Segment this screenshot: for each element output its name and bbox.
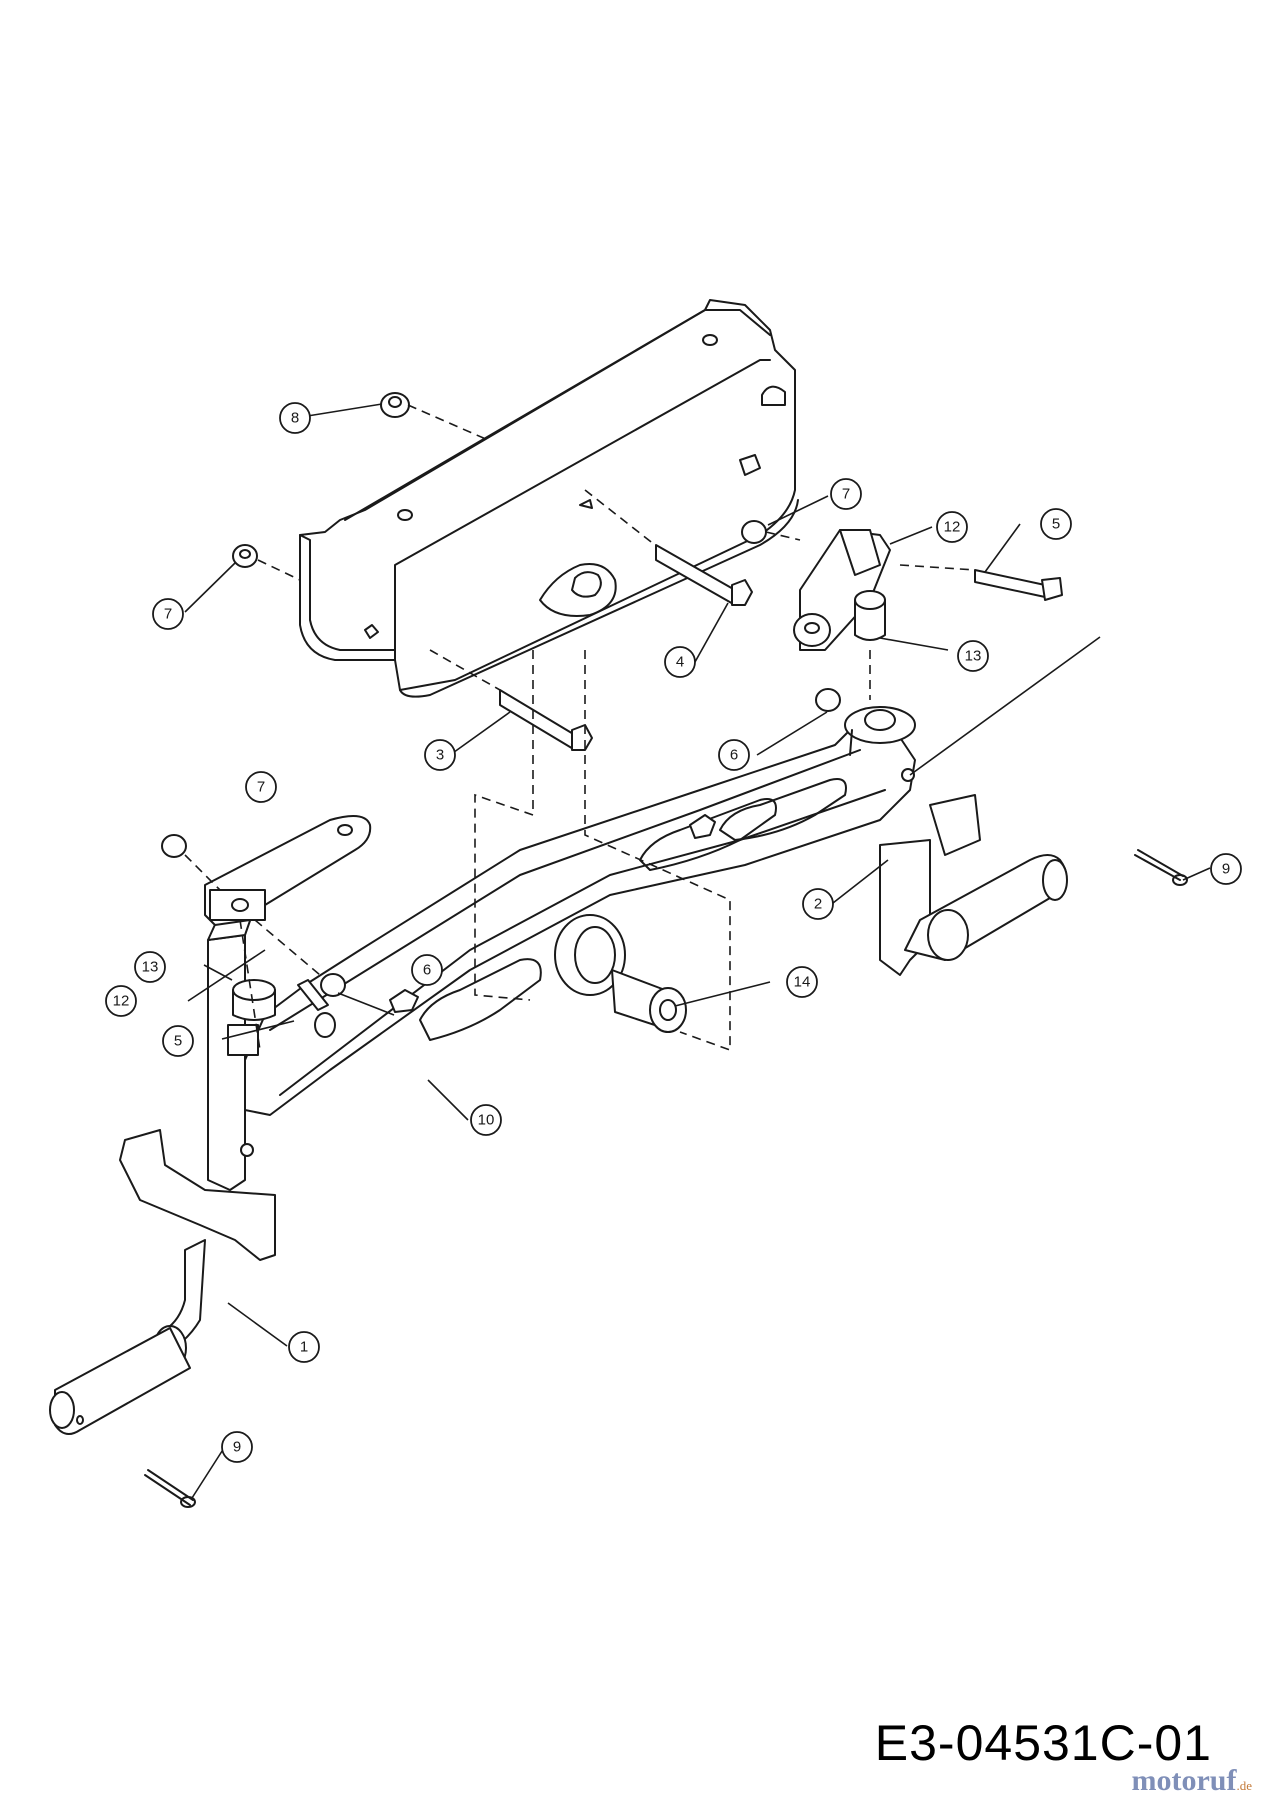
callout-c6a: 6 — [718, 739, 750, 771]
callout-c10: 10 — [470, 1104, 502, 1136]
callout-label: 5 — [174, 1033, 182, 1050]
callout-label: 6 — [423, 962, 431, 979]
callout-label: 8 — [291, 410, 299, 427]
right-spindle — [879, 794, 1068, 976]
callout-c2: 2 — [802, 888, 834, 920]
left-spindle — [49, 914, 276, 1435]
callout-label: 7 — [257, 779, 265, 796]
callout-label: 13 — [142, 959, 159, 976]
callout-c6b: 6 — [411, 954, 443, 986]
callout-c13b: 13 — [134, 951, 166, 983]
callout-label: 14 — [794, 974, 811, 991]
callout-c9b: 9 — [221, 1431, 253, 1463]
assembly-lines — [184, 404, 976, 1052]
callout-label: 12 — [944, 519, 961, 536]
callout-c3: 3 — [424, 739, 456, 771]
callout-label: 4 — [676, 654, 684, 671]
frame-bracket — [299, 299, 799, 698]
callout-label: 3 — [436, 747, 444, 764]
callout-label: 7 — [164, 606, 172, 623]
callout-c8: 8 — [279, 402, 311, 434]
callout-label: 1 — [300, 1339, 308, 1356]
steering-arm-right — [793, 529, 891, 651]
drawing-code: E3-04531C-01 — [874, 1715, 1212, 1771]
callout-c7a: 7 — [152, 598, 184, 630]
callout-c12b: 12 — [105, 985, 137, 1017]
axle-beam — [244, 706, 916, 1116]
callout-c1: 1 — [288, 1331, 320, 1363]
callout-label: 7 — [842, 486, 850, 503]
callout-c5a: 5 — [1040, 508, 1072, 540]
callout-c7b: 7 — [830, 478, 862, 510]
callout-label: 10 — [478, 1112, 495, 1129]
watermark-brand: motoruf — [1131, 1764, 1237, 1797]
callout-label: 6 — [730, 747, 738, 764]
callout-c7c: 7 — [245, 771, 277, 803]
callout-c12a: 12 — [936, 511, 968, 543]
callout-label: 12 — [113, 993, 130, 1010]
callout-label: 5 — [1052, 516, 1060, 533]
callout-c14: 14 — [786, 966, 818, 998]
watermark-suffix: .de — [1236, 1778, 1252, 1793]
callout-c9a: 9 — [1210, 853, 1242, 885]
callout-label: 2 — [814, 896, 822, 913]
watermark-logo: motoruf.de — [1131, 1764, 1252, 1798]
hardware — [144, 392, 1188, 1508]
callout-label: 13 — [965, 648, 982, 665]
callout-c13a: 13 — [957, 640, 989, 672]
callout-c4: 4 — [664, 646, 696, 678]
callout-leaders — [184, 403, 1211, 1499]
steering-arm-left — [204, 815, 372, 926]
callout-label: 9 — [1222, 861, 1230, 878]
callout-c5b: 5 — [162, 1025, 194, 1057]
callout-label: 9 — [233, 1439, 241, 1456]
